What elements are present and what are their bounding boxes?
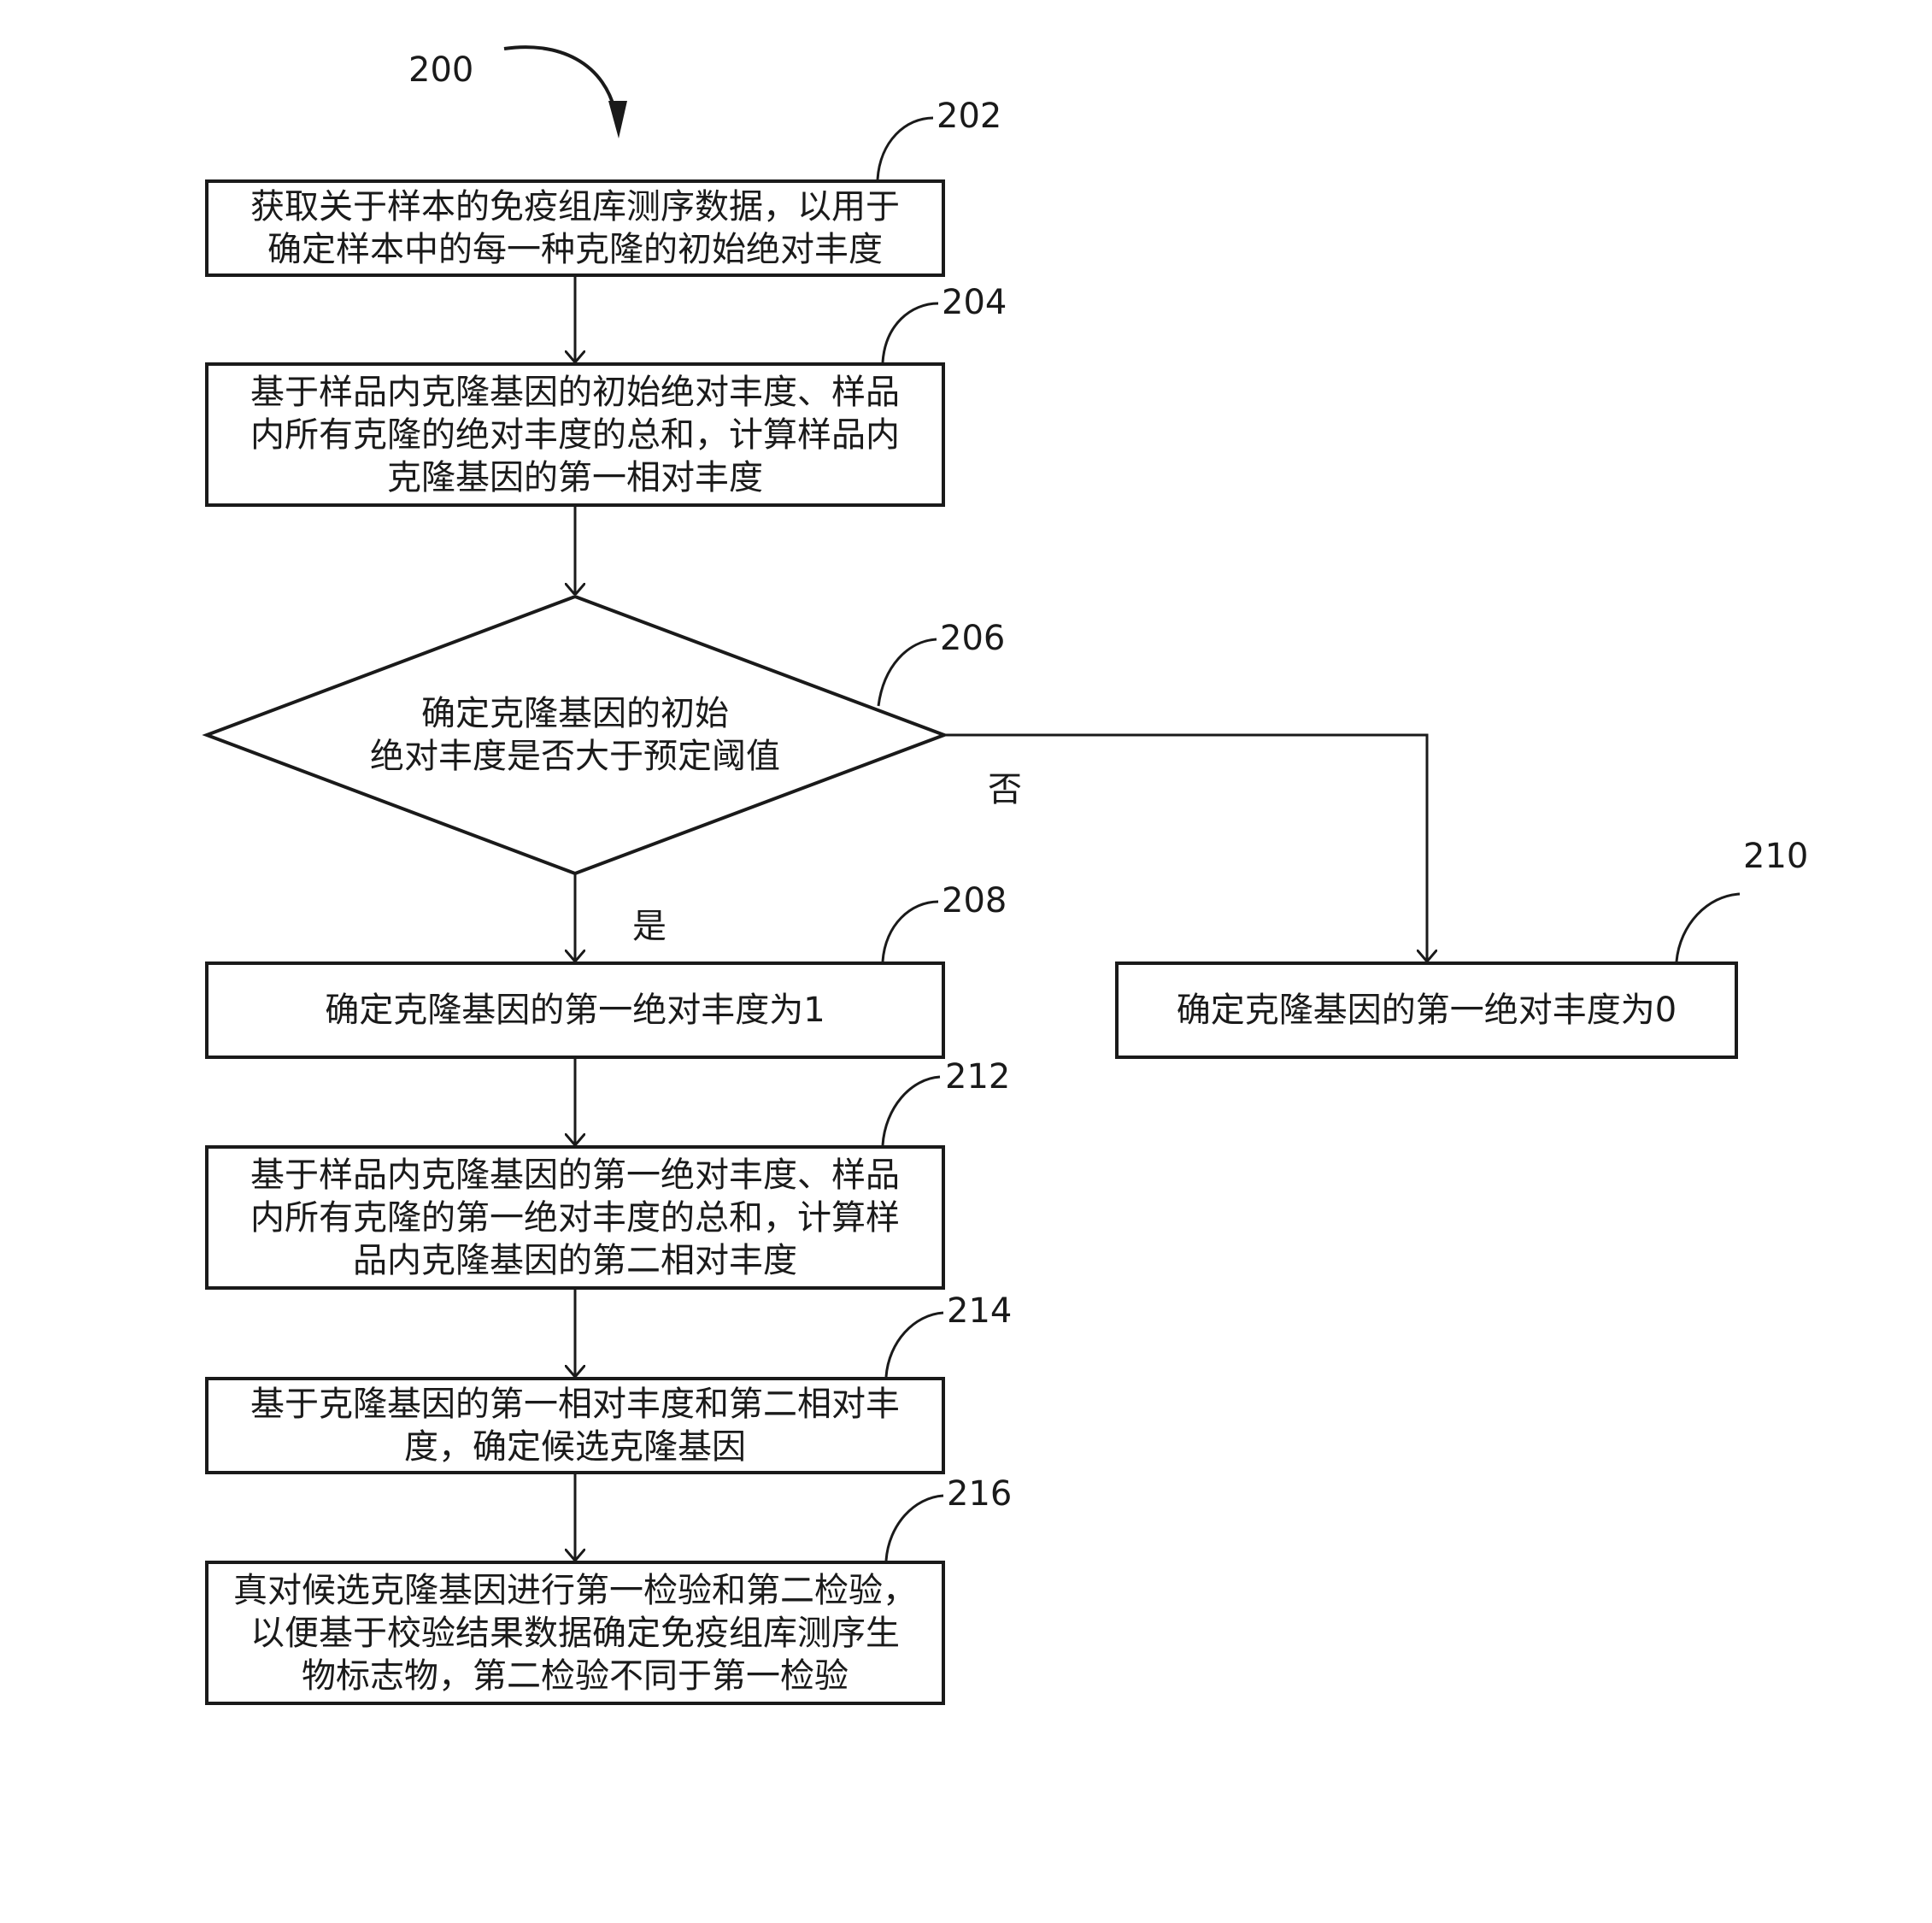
ref-214: 214 bbox=[947, 1291, 1013, 1331]
step-208-text: 确定克隆基因的第一绝对丰度为1 bbox=[325, 991, 825, 1030]
leader-208 bbox=[881, 900, 939, 962]
leader-202 bbox=[876, 116, 934, 180]
figure-pointer-arrow bbox=[503, 45, 619, 121]
box-216 bbox=[205, 1561, 945, 1705]
leader-204 bbox=[881, 302, 939, 363]
leader-210 bbox=[1675, 892, 1741, 962]
ref-210: 210 bbox=[1743, 837, 1809, 876]
leader-216 bbox=[884, 1494, 944, 1561]
ref-208: 208 bbox=[942, 881, 1007, 920]
leader-212 bbox=[881, 1075, 941, 1146]
connector-206-210 bbox=[944, 733, 1427, 962]
step-210-text: 确定克隆基因的第一绝对丰度为0 bbox=[1176, 991, 1677, 1030]
ref-204: 204 bbox=[942, 283, 1007, 322]
figure-number: 200 bbox=[408, 50, 474, 90]
ref-206: 206 bbox=[940, 619, 1006, 658]
branch-no-label: 否 bbox=[988, 770, 1022, 809]
branch-yes-label: 是 bbox=[632, 907, 667, 946]
step-212-text: 基于样品内克隆基因的第一绝对丰度、样品 内所有克隆的第一绝对丰度的总和，计算样 … bbox=[250, 1155, 900, 1280]
step-214-text: 基于克隆基因的第一相对丰度和第二相对丰 度，确定候选克隆基因 bbox=[250, 1385, 900, 1467]
step-216-text: 真对候选克隆基因进行第一检验和第二检验， 以便基于校验结果数据确定免疫组库测序生… bbox=[233, 1570, 917, 1696]
figure-pointer-arrowhead bbox=[608, 101, 627, 138]
step-202-text: 获取关于样本的免疫组库测序数据，以用于 确定样本中的每一种克隆的初始绝对丰度 bbox=[250, 187, 900, 269]
ref-216: 216 bbox=[947, 1474, 1013, 1514]
leader-214 bbox=[884, 1311, 944, 1378]
ref-212: 212 bbox=[945, 1057, 1011, 1097]
step-204-text: 基于样品内克隆基因的初始绝对丰度、样品 内所有克隆的绝对丰度的总和，计算样品内 … bbox=[250, 372, 900, 497]
box-210 bbox=[1115, 962, 1738, 1059]
leader-206 bbox=[877, 638, 937, 707]
step-206-text: 确定克隆基因的初始 绝对丰度是否大于预定阈值 bbox=[370, 694, 780, 776]
ref-202: 202 bbox=[937, 97, 1002, 136]
